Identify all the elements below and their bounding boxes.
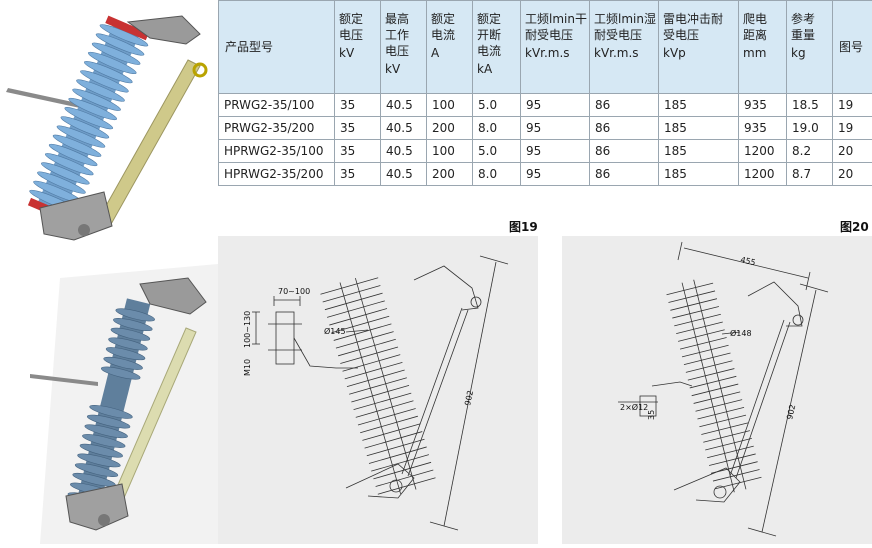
table-cell: 1200 [739,140,787,163]
table-cell: 100 [427,94,473,117]
table-cell: 35 [335,163,381,186]
table-cell: 95 [521,94,590,117]
table-cell: 200 [427,163,473,186]
table-cell: 20 [833,140,872,163]
table-cell: 5.0 [473,94,521,117]
table-cell: 935 [739,94,787,117]
drawing-figure-19: 70~100 100~130 M10 Ø145 902 [218,236,538,544]
table-cell: 935 [739,117,787,140]
table-cell: 20 [833,163,872,186]
table-cell: 8.2 [787,140,833,163]
table-cell: 8.0 [473,163,521,186]
figure-19-label: 图19 [509,218,538,235]
header-model: 产品型号 [219,1,335,94]
dim-length: 902 [463,390,475,407]
table-cell: 95 [521,140,590,163]
table-cell: 86 [590,163,659,186]
table-cell: 19 [833,94,872,117]
cell-model: PRWG2-35/100 [219,94,335,117]
cell-model: PRWG2-35/200 [219,117,335,140]
table-cell: 40.5 [381,94,427,117]
table-cell: 19 [833,117,872,140]
dim-bolt-height-20: 35 [647,410,656,420]
table-cell: 40.5 [381,163,427,186]
fuse-photo-top-illustration [0,0,218,250]
table-cell: 35 [335,94,381,117]
table-cell: 40.5 [381,117,427,140]
dim-diameter: Ø145 [324,326,346,336]
dim-length-20: 902 [785,404,797,421]
product-photo-fuse-top [0,0,218,250]
table-cell: 185 [659,117,739,140]
dim-bolt: M10 [243,359,252,376]
table-cell: 100 [427,140,473,163]
table-cell: 35 [335,140,381,163]
table-cell: 185 [659,140,739,163]
header-figure-no: 图号 [833,1,872,94]
table-cell: 95 [521,163,590,186]
table-cell: 35 [335,117,381,140]
dim-top: 455 [740,255,757,267]
fuse-photo-bottom-illustration [0,258,218,544]
table-cell: 185 [659,163,739,186]
drawing-19-svg: 70~100 100~130 M10 Ø145 902 [218,236,538,544]
table-cell: 95 [521,117,590,140]
product-photo-fuse-bottom [0,258,218,544]
table-cell: 19.0 [787,117,833,140]
table-cell: 8.7 [787,163,833,186]
table-cell: 5.0 [473,140,521,163]
cell-model: HPRWG2-35/100 [219,140,335,163]
cell-model: HPRWG2-35/200 [219,163,335,186]
drawing-figure-20: 455 Ø148 2×Ø12 35 902 [562,236,872,544]
dim-diameter-20: Ø148 [730,328,752,338]
table-cell: 200 [427,117,473,140]
table-cell: 8.0 [473,117,521,140]
table-cell: 185 [659,94,739,117]
drawing-20-svg: 455 Ø148 2×Ø12 35 902 [562,236,872,544]
dim-bolt-20: 2×Ø12 [620,402,648,412]
table-cell: 86 [590,140,659,163]
table-cell: 86 [590,94,659,117]
dim-bracket-height: 100~130 [243,311,252,348]
table-cell: 40.5 [381,140,427,163]
table-cell: 1200 [739,163,787,186]
figure-20-label: 图20 [840,218,869,235]
table-cell: 86 [590,117,659,140]
dim-bracket-width: 70~100 [278,287,310,296]
table-cell: 18.5 [787,94,833,117]
